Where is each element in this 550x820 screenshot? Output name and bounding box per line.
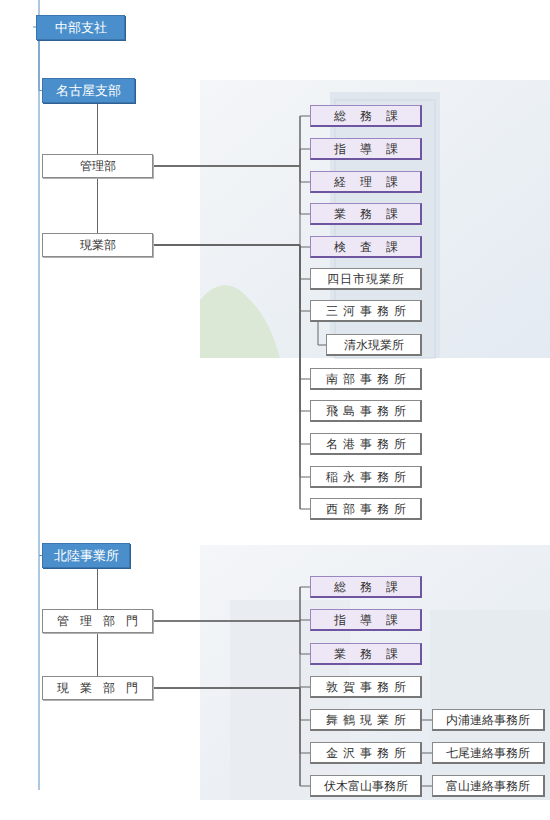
node-text: 四日市現業所 — [326, 273, 405, 285]
node-text: 西部事務所 — [321, 503, 411, 515]
node-text: 南部事務所 — [321, 373, 411, 385]
node-text: 総務課 — [320, 110, 412, 122]
node-text: 指導課 — [320, 614, 412, 626]
header-box: 北陸事業所 — [42, 543, 130, 568]
org-connector — [153, 245, 310, 444]
org-connector — [153, 149, 310, 166]
org-connector — [97, 633, 98, 676]
node-text: 金沢事務所 — [321, 747, 411, 759]
office-box: 稲永事務所 — [310, 466, 422, 488]
office-box: 敦賀事務所 — [310, 676, 422, 698]
node-text: 指導課 — [320, 143, 412, 155]
section-box: 経理課 — [310, 171, 422, 193]
node-text: 伏木富山事務所 — [324, 780, 408, 792]
node-text: 七尾連絡事務所 — [446, 747, 530, 759]
section-box: 指導課 — [310, 609, 422, 631]
node-text: 清水現業所 — [344, 339, 404, 351]
node-text: 敦賀事務所 — [321, 681, 411, 693]
node-text: 三河事務所 — [321, 305, 411, 317]
org-connector — [153, 621, 310, 654]
node-text: 名港事務所 — [321, 438, 411, 450]
org-connector — [153, 245, 310, 311]
office-box: 清水現業所 — [326, 334, 422, 356]
node-text: 富山連絡事務所 — [446, 780, 530, 792]
node-text: 現業部 — [80, 239, 116, 251]
office-box: 四日市現業所 — [310, 268, 422, 290]
org-connector — [153, 688, 310, 753]
section-box: 業務課 — [310, 203, 422, 225]
org-connector — [153, 116, 310, 166]
org-connector — [422, 786, 432, 787]
office-box: 富山連絡事務所 — [432, 775, 545, 797]
department-box: 現業部 — [42, 233, 153, 257]
org-connector — [153, 166, 310, 214]
node-text: 現業部門 — [46, 682, 149, 694]
section-box: 指導課 — [310, 138, 422, 160]
org-connector — [97, 103, 98, 154]
org-connector — [318, 322, 326, 345]
node-text: 稲永事務所 — [321, 471, 411, 483]
org-connector — [153, 245, 310, 509]
node-text: 業務課 — [320, 208, 412, 220]
org-connector — [422, 753, 432, 754]
section-box: 総務課 — [310, 105, 422, 127]
org-connector — [153, 688, 310, 720]
office-box: 伏木富山事務所 — [310, 775, 422, 797]
node-text: 飛島事務所 — [321, 405, 411, 417]
org-connector — [153, 587, 310, 621]
org-connector — [153, 245, 310, 379]
org-connector — [153, 166, 310, 182]
header-box: 名古屋支部 — [42, 78, 135, 103]
org-connector — [153, 688, 310, 786]
org-connector — [39, 40, 42, 556]
office-box: 南部事務所 — [310, 368, 422, 390]
office-box: 内浦連絡事務所 — [432, 709, 545, 731]
org-connector — [153, 245, 310, 477]
org-connector — [97, 568, 98, 609]
node-text: 経理課 — [320, 176, 412, 188]
header-box: 中部支社 — [36, 15, 125, 40]
office-box: 名港事務所 — [310, 433, 422, 455]
org-connector — [97, 178, 98, 233]
node-text: 中部支社 — [55, 21, 107, 34]
office-box: 七尾連絡事務所 — [432, 742, 545, 764]
node-text: 名古屋支部 — [56, 84, 121, 97]
office-box: 舞鶴現業所 — [310, 709, 422, 731]
office-box: 飛島事務所 — [310, 400, 422, 422]
node-text: 管理部門 — [46, 615, 149, 627]
department-box: 管理部 — [42, 154, 153, 178]
department-box: 現業部門 — [42, 676, 153, 700]
node-text: 管理部 — [80, 160, 116, 172]
node-text: 業務課 — [320, 648, 412, 660]
node-text: 北陸事業所 — [54, 549, 119, 562]
org-connector — [153, 245, 310, 411]
org-connector — [422, 720, 432, 721]
department-box: 管理部門 — [42, 609, 153, 633]
section-box: 業務課 — [310, 643, 422, 665]
section-box: 検査課 — [310, 236, 422, 258]
section-box: 総務課 — [310, 576, 422, 598]
org-connector — [153, 245, 310, 279]
node-text: 舞鶴現業所 — [321, 714, 411, 726]
node-text: 検査課 — [320, 241, 412, 253]
node-text: 内浦連絡事務所 — [446, 714, 530, 726]
office-box: 西部事務所 — [310, 498, 422, 520]
office-box: 三河事務所 — [310, 300, 422, 322]
office-box: 金沢事務所 — [310, 742, 422, 764]
node-text: 総務課 — [320, 581, 412, 593]
